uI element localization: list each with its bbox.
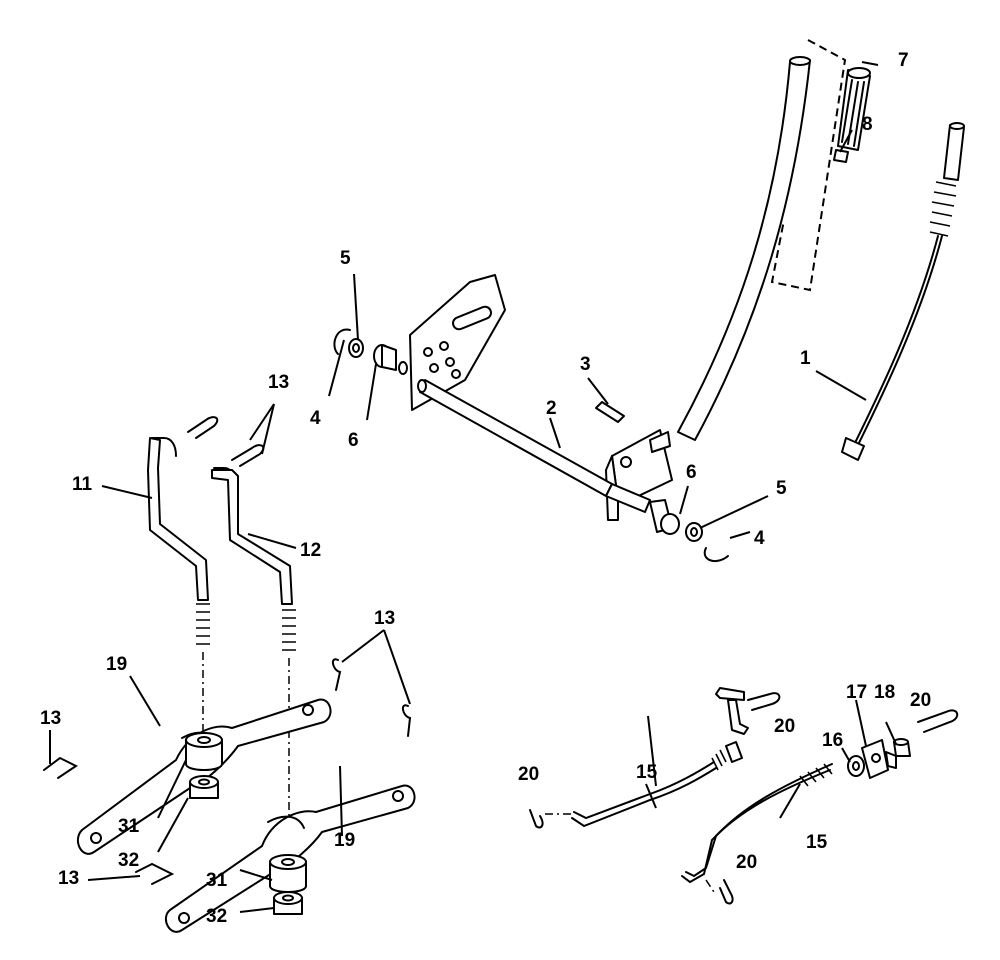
trunnion-lower (269, 854, 307, 893)
callout-16: 16 (822, 730, 843, 751)
callout-2: 2 (546, 398, 557, 419)
callout-3: 3 (580, 354, 591, 375)
callout-32-lower: 32 (206, 906, 227, 927)
callout-13-upper: 13 (268, 372, 289, 393)
callout-6-right: 6 (686, 462, 697, 483)
callout-11: 11 (72, 474, 93, 495)
nut-upper (189, 775, 219, 799)
washer-right (685, 522, 703, 542)
handle-grip (837, 67, 871, 151)
hairpin-20-upper (747, 692, 781, 711)
callout-15-upper: 15 (636, 762, 658, 783)
hairpin-clip-lower-b (135, 862, 175, 885)
hairpin-20-left (529, 809, 544, 829)
callout-4-right: 4 (754, 528, 765, 549)
callout-13-left: 13 (40, 708, 61, 729)
callout-12: 12 (300, 540, 321, 561)
callout-31-upper: 31 (118, 816, 140, 837)
hairpin-20-bottom (719, 879, 734, 905)
lift-link-12 (211, 467, 296, 651)
leader-lines (49, 61, 897, 913)
callout-5-left: 5 (340, 248, 351, 269)
adjust-trunnion (861, 739, 897, 779)
callout-32-upper: 32 (118, 850, 139, 871)
trunnion-upper (185, 732, 223, 771)
retainer-clip-left (333, 328, 351, 355)
callout-13-mid: 13 (374, 608, 395, 629)
adjust-rod-upper (571, 687, 749, 828)
callout-15-lower: 15 (806, 832, 828, 853)
callout-8: 8 (862, 114, 873, 135)
hairpin-clip-lower-a (43, 756, 78, 779)
lift-link-11 (147, 437, 210, 645)
bushing-right (649, 499, 680, 535)
lift-plate (409, 274, 506, 411)
bushing-left (373, 344, 408, 375)
callout-20-right: 20 (910, 690, 931, 711)
callout-20-upper: 20 (774, 716, 795, 737)
retainer-clip-right (703, 547, 729, 563)
hairpin-clip-mid-b (402, 704, 412, 737)
callout-17: 17 (846, 682, 867, 703)
hairpin-clip-mid-a (332, 658, 342, 691)
hairpin-20-right (917, 709, 959, 733)
callout-19-lower: 19 (334, 830, 355, 851)
callout-6-left: 6 (348, 430, 359, 451)
lift-handle-lever (605, 56, 811, 521)
lift-cable (841, 122, 965, 461)
callout-7: 7 (898, 50, 909, 71)
grip-clip (833, 149, 849, 163)
washer-left (348, 338, 364, 358)
adjust-rod-lower (681, 763, 833, 884)
callout-labels: 1 2 3 4 4 5 5 6 6 7 8 11 12 13 13 13 13 … (40, 50, 931, 927)
adjust-washer (847, 755, 865, 777)
callout-1: 1 (800, 348, 811, 369)
callout-4-left: 4 (310, 408, 321, 429)
roll-pin (595, 401, 625, 423)
callout-31-lower: 31 (206, 870, 228, 891)
hairpin-clip-upper-a (187, 416, 219, 439)
callout-19-upper: 19 (106, 654, 127, 675)
callout-20-bottom: 20 (736, 852, 757, 873)
nut-lower (273, 891, 303, 915)
callout-5-right: 5 (776, 478, 787, 499)
hairpin-clip-upper-b (231, 444, 265, 467)
callout-20-left: 20 (518, 764, 539, 785)
grip-extension-outline (770, 39, 847, 292)
lift-shaft (417, 379, 651, 513)
callout-13-lower: 13 (58, 868, 79, 889)
adjust-nut (893, 738, 911, 757)
callout-18: 18 (874, 682, 895, 703)
